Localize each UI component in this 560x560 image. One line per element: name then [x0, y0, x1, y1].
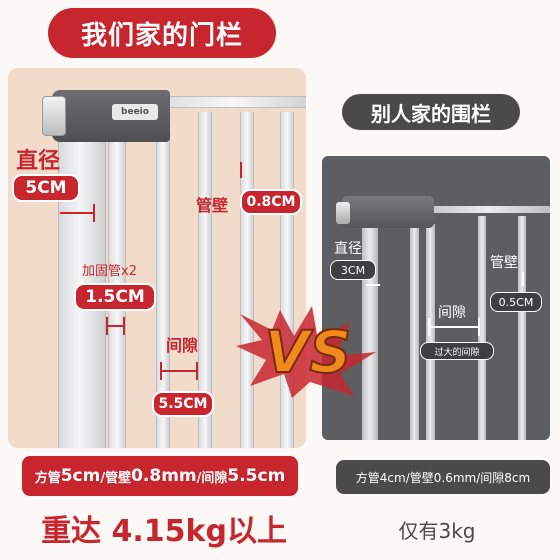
brand-text: beeio	[121, 107, 149, 117]
diameter-dimension-line	[60, 212, 94, 214]
gate-bar	[410, 224, 419, 440]
spec-tube-prefix: 方管	[34, 470, 61, 486]
tension-knob	[42, 96, 66, 136]
other-weight: 仅有3kg	[398, 518, 476, 543]
tension-knob	[336, 202, 350, 224]
reinforce-dimension-line	[106, 325, 124, 327]
our-spec-bar: 方管 5cm /管壁 0.8mm /间隙 5.5cm	[22, 456, 298, 496]
right-gap-label: 间隙	[438, 305, 466, 321]
gate-bar	[156, 106, 170, 448]
right-diameter-tick	[366, 284, 380, 286]
gate-bar	[518, 216, 526, 440]
gate-clamp	[342, 196, 434, 228]
right-gap-tick	[428, 318, 430, 336]
main-pole	[362, 228, 378, 440]
right-gap-caption-pill: 过大的间隙	[420, 342, 494, 360]
gap-dimension-line	[160, 370, 198, 372]
top-rail	[418, 206, 550, 213]
gate-bar	[198, 112, 212, 448]
left-reinforce-value: 1.5CM	[85, 287, 145, 307]
left-title-banner: 我们家的门栏	[48, 8, 276, 58]
left-title: 我们家的门栏	[80, 20, 243, 51]
our-weight: 重达 4.15kg以上	[41, 514, 287, 549]
left-diameter-label: 直径	[16, 149, 61, 174]
right-diameter-label: 直径	[334, 241, 362, 257]
top-rail	[158, 96, 306, 108]
vs-text: VS	[265, 318, 352, 386]
right-diameter-pill: 3CM	[330, 260, 376, 280]
left-wall-label: 管壁	[196, 196, 229, 215]
other-spec-bar: 方管4cm/管壁0.6mm/间隙8cm	[336, 460, 550, 494]
reinforce-tick	[123, 317, 125, 335]
right-gap-line	[428, 326, 480, 328]
right-wall-value: 0.5CM	[498, 295, 534, 309]
left-gap-value: 5.5CM	[158, 396, 208, 412]
left-wall-value: 0.8CM	[246, 194, 296, 210]
right-gap-tick	[478, 318, 480, 336]
gap-tick	[196, 362, 198, 380]
right-wall-label: 管壁	[490, 255, 518, 271]
gate-bar	[478, 216, 486, 440]
reinforce-tick	[106, 317, 108, 335]
gate-bar	[426, 224, 435, 440]
spec-wall-value: 0.8mm	[131, 466, 197, 486]
brand-logo: beeio	[112, 104, 158, 120]
right-diameter-value: 3CM	[340, 263, 366, 277]
right-wall-tick	[522, 272, 524, 286]
left-gap-label: 间隙	[166, 336, 199, 355]
left-diameter-pill: 5CM	[12, 174, 80, 202]
left-reinforce-pill: 1.5CM	[74, 283, 156, 311]
vs-flame	[236, 306, 376, 398]
right-title-banner: 别人家的围栏	[342, 94, 520, 130]
diameter-tick	[93, 204, 95, 222]
spec-sep-wall: /管壁	[100, 470, 132, 486]
right-gap-caption: 过大的间隙	[434, 347, 480, 358]
left-wall-pill: 0.8CM	[240, 189, 302, 215]
spec-gap-value: 5.5cm	[227, 466, 286, 486]
vs-emblem: VS	[236, 306, 376, 398]
left-gap-pill: 5.5CM	[152, 391, 214, 417]
right-wall-pill: 0.5CM	[490, 292, 542, 312]
left-reinforce-label: 加固管x2	[82, 264, 137, 279]
gap-tick	[160, 362, 162, 380]
spec-sep-gap: /间隙	[196, 470, 228, 486]
spec-tube-value: 5cm	[60, 466, 101, 486]
left-diameter-value: 5CM	[25, 178, 67, 198]
wall-tick	[240, 162, 242, 178]
right-title: 别人家的围栏	[371, 101, 491, 126]
other-spec-text: 方管4cm/管壁0.6mm/间隙8cm	[355, 470, 531, 485]
